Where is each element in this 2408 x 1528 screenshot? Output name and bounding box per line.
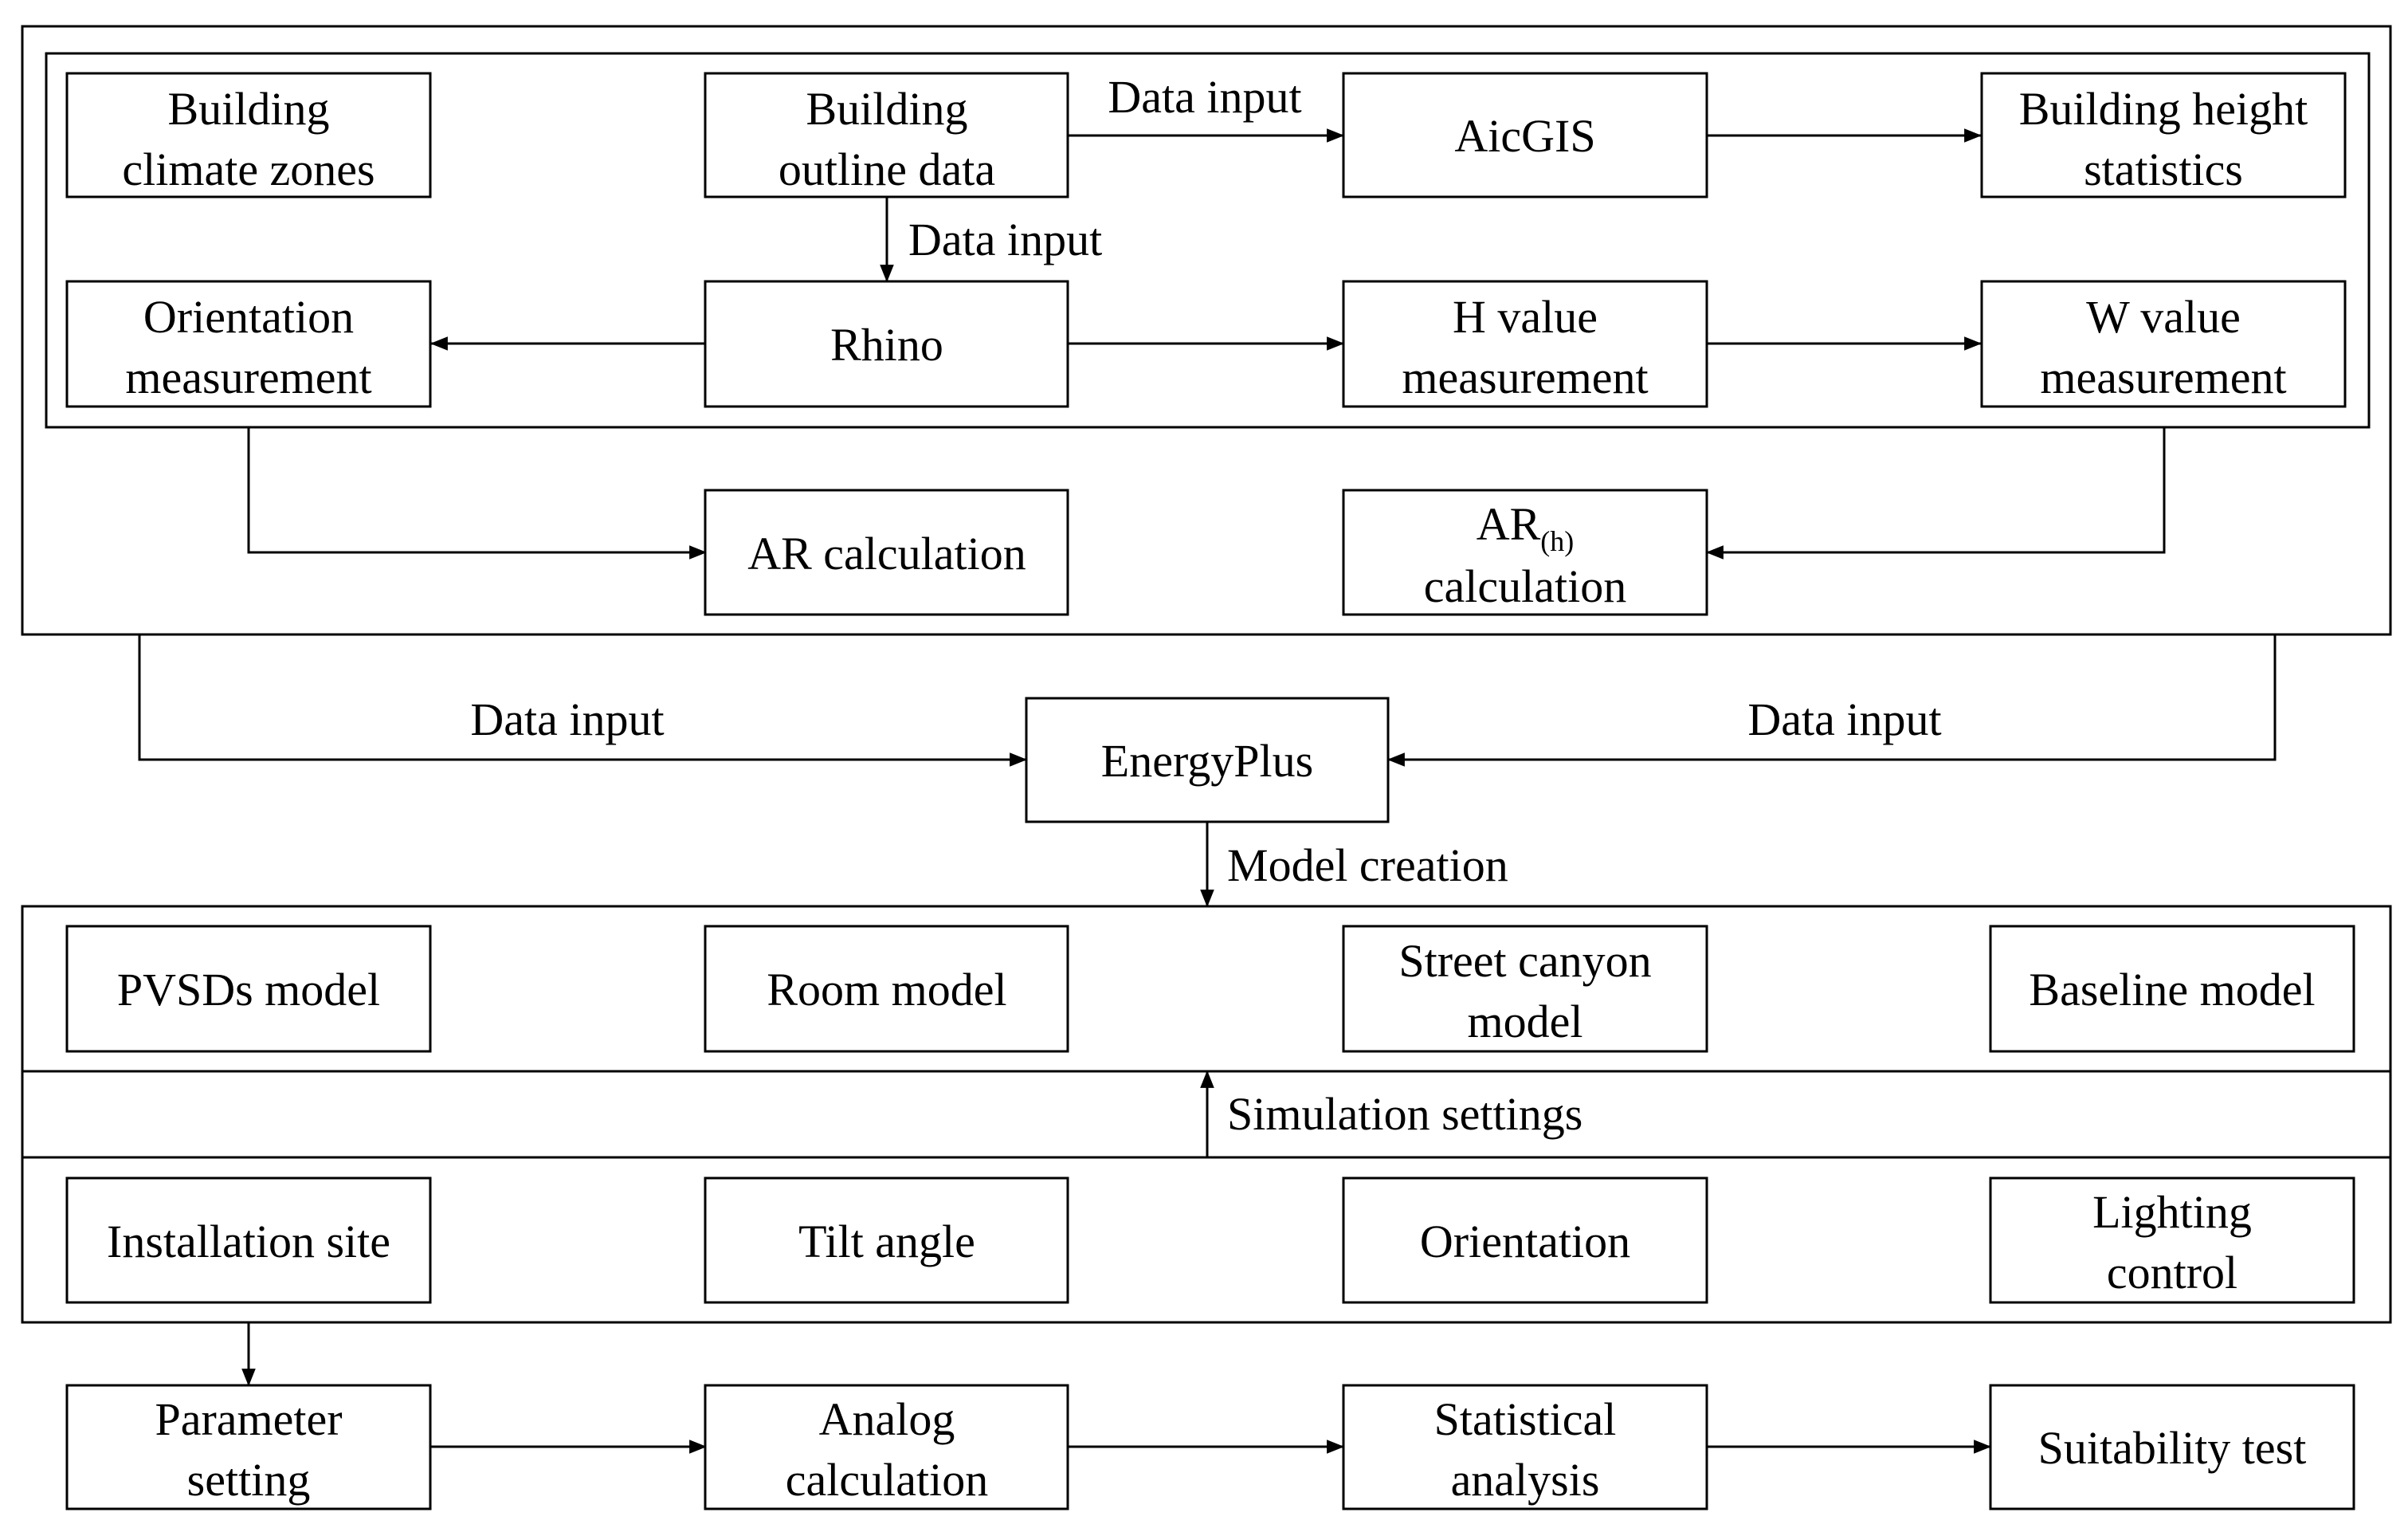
arh-main-text: AR <box>1477 498 1541 550</box>
svg-text:EnergyPlus: EnergyPlus <box>1101 735 1313 787</box>
svg-text:H value: H value <box>1453 291 1598 343</box>
svg-text:Building: Building <box>167 83 329 135</box>
svg-text:Building height: Building height <box>2019 83 2308 135</box>
label-model-creation: Model creation <box>1227 839 1508 891</box>
box-statistical-analysis: Statistical analysis <box>1342 1384 1708 1510</box>
svg-text:Building: Building <box>806 83 967 135</box>
svg-text:measurement: measurement <box>125 352 371 403</box>
box-energyplus: EnergyPlus <box>1025 697 1390 823</box>
svg-text:Tilt angle: Tilt angle <box>798 1216 975 1267</box>
box-building-outline-data: Building outline data <box>704 72 1069 198</box>
box-tilt-angle: Tilt angle <box>704 1176 1069 1304</box>
svg-text:W value: W value <box>2086 291 2241 343</box>
svg-text:Suitability test: Suitability test <box>2038 1422 2307 1474</box>
box-building-climate-zones: Building climate zones <box>65 72 432 198</box>
svg-text:Rhino: Rhino <box>830 319 943 371</box>
box-w-value-measurement: W value measurement <box>1980 280 2347 408</box>
box-suitability-test: Suitability test <box>1989 1384 2355 1510</box>
svg-text:Orientation: Orientation <box>143 291 354 343</box>
box-ar-calculation: AR calculation <box>704 489 1069 616</box>
box-pvsds-model: PVSDs model <box>65 925 432 1053</box>
svg-text:AR(h): AR(h) <box>1477 498 1575 557</box>
svg-text:Statistical: Statistical <box>1434 1393 1617 1445</box>
label-data-input-rhino: Data input <box>908 214 1102 265</box>
svg-text:Installation site: Installation site <box>107 1216 390 1267</box>
box-room-model: Room model <box>704 925 1069 1053</box>
svg-text:measurement: measurement <box>2040 352 2286 403</box>
svg-text:Analog: Analog <box>819 1393 955 1445</box>
svg-text:measurement: measurement <box>1402 352 1648 403</box>
box-installation-site: Installation site <box>65 1176 432 1304</box>
svg-text:calculation: calculation <box>786 1454 988 1506</box>
box-baseline-model: Baseline model <box>1989 925 2355 1053</box>
svg-text:setting: setting <box>187 1454 311 1506</box>
svg-text:PVSDs model: PVSDs model <box>117 964 380 1015</box>
svg-text:Parameter: Parameter <box>155 1393 342 1445</box>
svg-text:Room model: Room model <box>767 964 1006 1015</box>
svg-text:Baseline model: Baseline model <box>2029 964 2315 1015</box>
box-analog-calculation: Analog calculation <box>704 1384 1069 1510</box>
box-rhino: Rhino <box>704 280 1069 408</box>
svg-text:AicGIS: AicGIS <box>1454 110 1595 162</box>
arrow-orientation-to-ar-calc <box>247 427 708 560</box>
svg-text:analysis: analysis <box>1451 1454 1600 1506</box>
svg-text:Orientation: Orientation <box>1420 1216 1630 1267</box>
box-lighting-control: Lighting control <box>1989 1176 2355 1304</box>
box-building-height-statistics: Building height statistics <box>1980 72 2347 198</box>
svg-text:calculation: calculation <box>1424 560 1626 612</box>
label-data-input-aicgis: Data input <box>1108 71 1301 123</box>
box-orientation: Orientation <box>1342 1176 1708 1304</box>
box-arh-calculation: AR(h) calculation <box>1342 489 1708 616</box>
box-parameter-setting: Parameter setting <box>65 1384 432 1510</box>
svg-text:model: model <box>1468 996 1583 1047</box>
svg-text:outline data: outline data <box>778 143 995 195</box>
svg-text:control: control <box>2107 1247 2237 1298</box>
svg-text:AR calculation: AR calculation <box>747 528 1026 579</box>
upper-outer-frame <box>21 25 2392 636</box>
box-street-canyon-model: Street canyon model <box>1342 925 1708 1053</box>
upper-inner-frame <box>45 52 2371 429</box>
arrow-left-to-energyplus <box>138 634 1028 767</box>
svg-text:statistics: statistics <box>2084 143 2243 195</box>
box-h-value-measurement: H value measurement <box>1342 280 1708 408</box>
svg-text:Street canyon: Street canyon <box>1398 935 1651 987</box>
arrow-w-value-to-arh-calc <box>1705 427 2166 560</box>
svg-text:climate zones: climate zones <box>122 143 375 195</box>
label-simulation-settings: Simulation settings <box>1227 1088 1582 1140</box>
box-orientation-measurement: Orientation measurement <box>65 280 432 408</box>
label-data-input-left: Data input <box>470 693 664 745</box>
box-aicgis: AicGIS <box>1342 72 1708 198</box>
arrow-right-to-energyplus <box>1386 634 2277 767</box>
svg-text:Lighting: Lighting <box>2092 1186 2252 1238</box>
label-data-input-right: Data input <box>1747 693 1941 745</box>
arh-subscript: (h) <box>1540 525 1574 557</box>
